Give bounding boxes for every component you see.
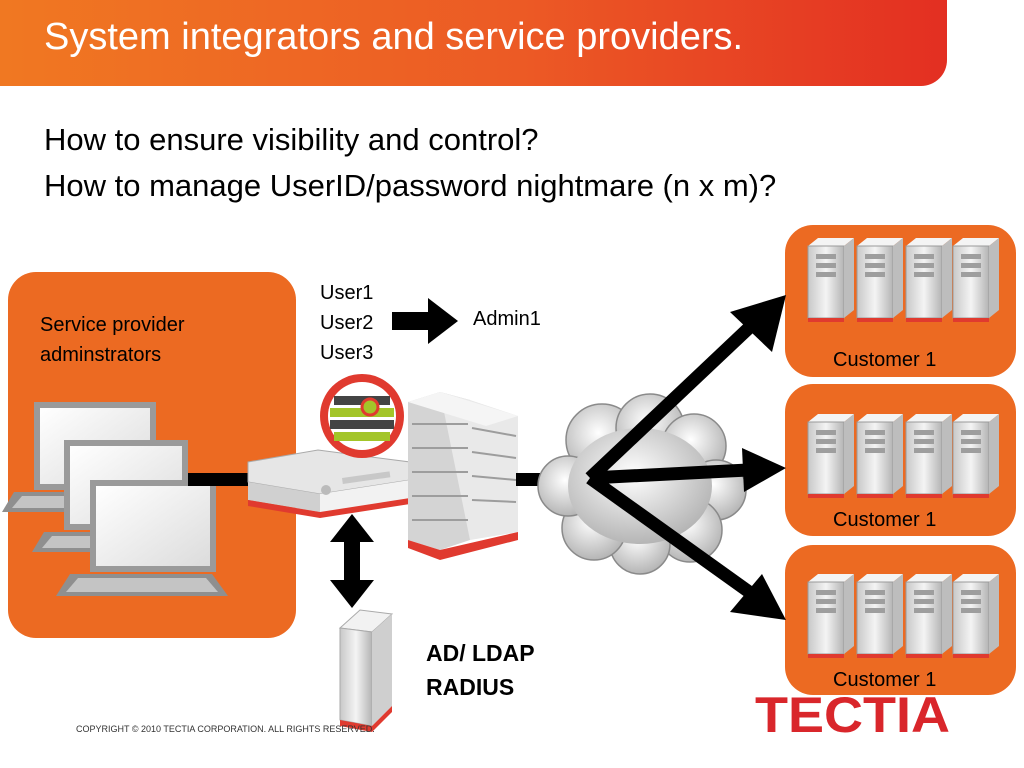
user-1-label: User1 [320,282,374,304]
slide-title: System integrators and service providers… [44,16,744,58]
server-tower-icon [856,574,903,658]
server-tower-icon [905,238,952,322]
tectia-logo: TECTIA [755,690,950,736]
server-tower-icon [807,574,854,658]
service-provider-label-line1: Service provider [40,314,185,336]
service-provider-label: Service provider adminstrators [40,310,185,370]
customer-servers-3 [807,574,999,658]
server-tower-icon [952,238,999,322]
service-provider-label-line2: adminstrators [40,344,162,366]
server-tower-icon [856,238,903,322]
directory-label-line1: AD/ LDAP [426,640,535,666]
tectia-logo-text: TECTIA [755,690,950,736]
gateway-appliance-icon [247,449,411,518]
copyright-notice: COPYRIGHT © 2010 TECTIA CORPORATION. ALL… [76,724,375,734]
title-banner: System integrators and service providers… [0,0,947,86]
directory-label: AD/ LDAP RADIUS [426,636,535,704]
customer-servers-1 [807,238,999,322]
link-admins-to-gateway [188,473,254,486]
server-tower-icon [856,414,903,498]
server-tower-icon [905,414,952,498]
customer-servers-2 [807,414,999,498]
customer-label-1: Customer 1 [833,349,937,371]
directory-link-arrow [330,514,374,608]
server-tower-icon [952,574,999,658]
customer-label-3: Customer 1 [833,669,937,691]
server-tower-icon [905,574,952,658]
question-visibility: How to ensure visibility and control? [44,122,539,157]
user-2-label: User2 [320,312,374,334]
server-tower-icon [807,238,854,322]
firewall-icon [408,392,518,560]
directory-label-line2: RADIUS [426,674,515,700]
directory-server-icon [338,609,394,732]
arrows-to-customers [585,295,786,620]
server-tower-icon [952,414,999,498]
user-list: User1 User2 User3 [320,278,373,368]
laptop-icon-front [56,480,228,596]
question-password: How to manage UserID/password nightmare … [44,168,777,203]
admin-label: Admin1 [473,308,541,330]
customer-label-2: Customer 1 [833,509,937,531]
server-tower-icon [807,414,854,498]
user-mapping-arrow [392,298,458,344]
user-3-label: User3 [320,342,374,364]
tectia-badge-icon [320,374,404,458]
